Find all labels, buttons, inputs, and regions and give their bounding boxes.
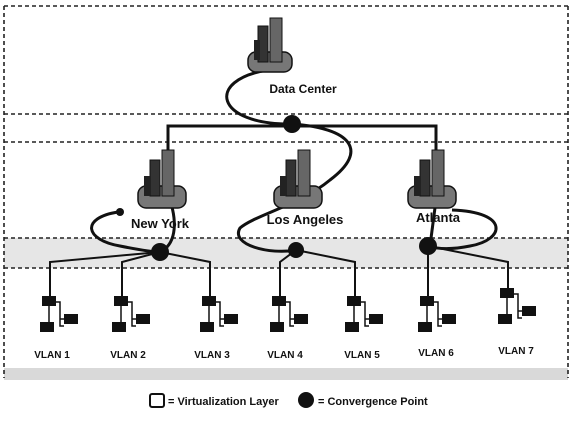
legend: = Virtualization Layer = Convergence Poi… — [150, 392, 428, 408]
vlan-cluster — [112, 296, 150, 332]
vlan-label: VLAN 5 — [344, 350, 380, 361]
vlan-label: VLAN 7 — [498, 346, 534, 357]
vlan-cluster — [345, 296, 383, 332]
vlan-label: VLAN 2 — [110, 350, 146, 361]
link-dot-new-york — [116, 208, 124, 216]
vlan-cluster — [270, 296, 308, 332]
node-label-atlanta: Atlanta — [416, 210, 461, 225]
legend-virtualization-label: = Virtualization Layer — [168, 396, 279, 408]
convergence-point-atlanta — [419, 237, 437, 255]
filled-circle-icon — [298, 392, 314, 408]
vlan-label: VLAN 6 — [418, 348, 454, 359]
vlan-label: VLAN 4 — [267, 350, 303, 361]
vlan-label: VLAN 3 — [194, 350, 230, 361]
vlan-cluster — [40, 296, 78, 332]
convergence-point-los-angeles — [288, 242, 304, 258]
node-label-los-angeles: Los Angeles — [267, 212, 344, 227]
legend-convergence-label: = Convergence Point — [318, 396, 428, 408]
square-outline-icon — [150, 394, 164, 407]
node-label-data-center: Data Center — [269, 82, 337, 96]
bottom-band — [4, 368, 568, 380]
building-icon — [274, 150, 322, 208]
building-icon — [138, 150, 186, 208]
convergence-point-new-york — [151, 243, 169, 261]
building-icon — [408, 150, 456, 208]
vlan-cluster — [200, 296, 238, 332]
vlan-cluster — [418, 296, 456, 332]
convergence-point-core — [283, 115, 301, 133]
building-icon — [248, 18, 292, 72]
node-label-new-york: New York — [131, 216, 190, 231]
vlan-cluster — [498, 288, 536, 324]
vlan-label: VLAN 1 — [34, 350, 70, 361]
